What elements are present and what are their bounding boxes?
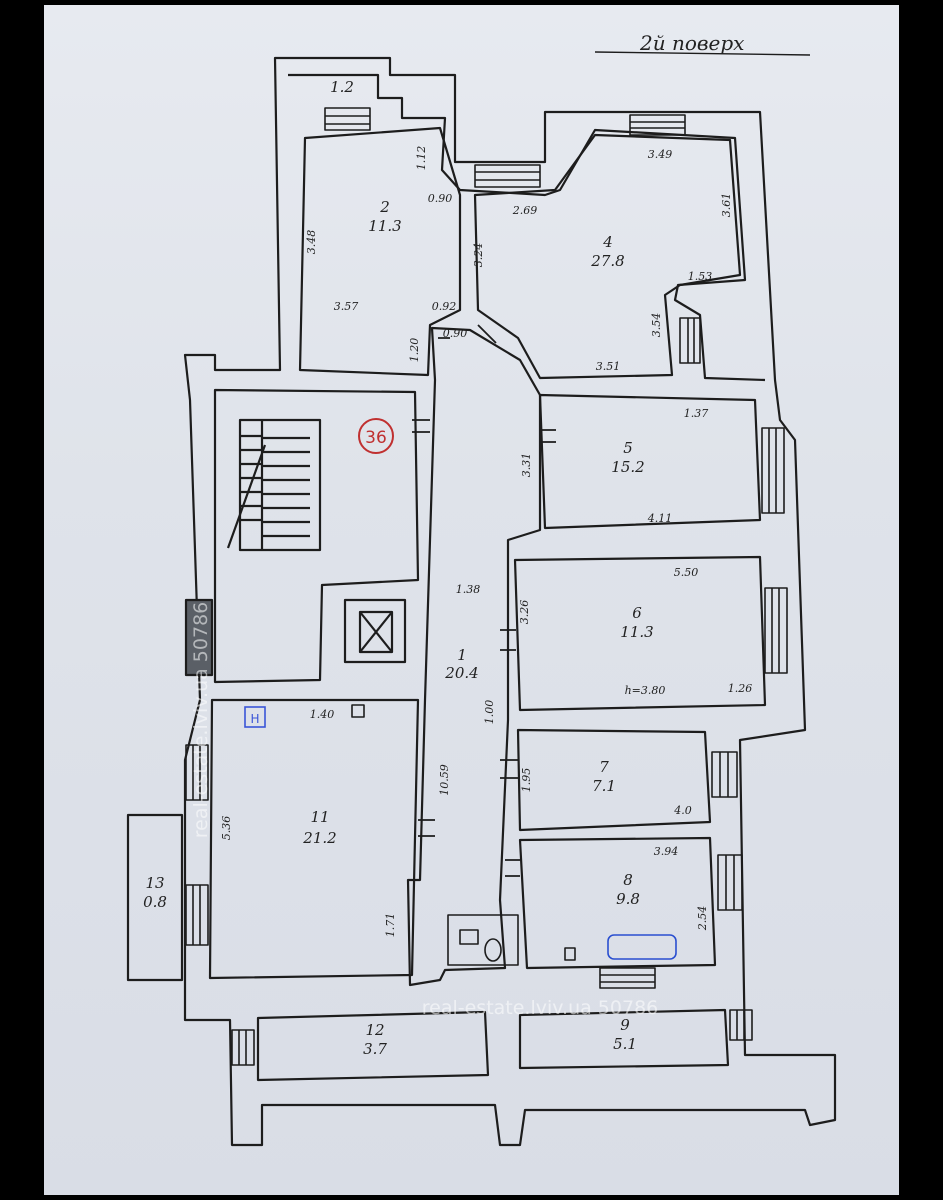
room-1-area: 20.4 bbox=[444, 664, 478, 682]
room-labels: 2 11.3 1.2 4 27.8 5 15.2 6 11.3 1 20.4 7… bbox=[143, 78, 654, 1058]
dim-22: 1.38 bbox=[456, 583, 481, 596]
room-4-wall bbox=[473, 133, 742, 380]
corridor-wall bbox=[406, 326, 542, 987]
room-6-num: 6 bbox=[632, 604, 642, 622]
room-8-area: 9.8 bbox=[616, 890, 640, 908]
dim-2: 3.61 bbox=[720, 193, 733, 218]
room-7-area: 7.1 bbox=[592, 777, 616, 795]
dim-1: 3.49 bbox=[648, 148, 673, 161]
dim-20: 1.26 bbox=[728, 682, 753, 695]
room-7-num: 7 bbox=[599, 758, 609, 776]
room-3-area: 1.2 bbox=[330, 78, 354, 96]
stair-block bbox=[213, 388, 420, 684]
room-4-area: 27.8 bbox=[590, 252, 624, 270]
room-6-wall bbox=[513, 555, 767, 712]
outer-wall bbox=[183, 56, 837, 1147]
room-13-num: 13 bbox=[145, 874, 164, 892]
dim-9: 0.90 bbox=[443, 327, 468, 340]
room-12-area: 3.7 bbox=[363, 1040, 387, 1058]
room-7-wall bbox=[516, 728, 712, 832]
dim-19: 3.26 bbox=[518, 600, 531, 625]
room-2-num: 2 bbox=[379, 198, 390, 216]
dim-3: 2.69 bbox=[512, 204, 538, 217]
dim-18: 5.50 bbox=[674, 566, 699, 579]
dim-14: 1.20 bbox=[408, 338, 421, 363]
room-2-area: 11.3 bbox=[368, 217, 401, 235]
dim-27: 3.94 bbox=[654, 845, 679, 858]
stair-marker-box bbox=[244, 706, 266, 728]
room-5-num: 5 bbox=[623, 439, 633, 457]
dim-13: 3.48 bbox=[305, 230, 318, 255]
dim-31: 1.40 bbox=[310, 708, 335, 721]
dim-21: h=3.80 bbox=[625, 684, 666, 697]
left-column bbox=[184, 598, 214, 677]
dim-26: 4.0 bbox=[673, 804, 692, 817]
dim-28: 2.54 bbox=[696, 906, 709, 932]
room-13-wall bbox=[126, 813, 184, 982]
bathroom-fixtures bbox=[351, 704, 677, 966]
room-11-num: 11 bbox=[310, 808, 329, 826]
room-2-wall bbox=[298, 126, 462, 377]
floor-label: 2й поверх bbox=[639, 31, 744, 55]
room-8-wall bbox=[518, 836, 717, 970]
stamp-number: 36 bbox=[365, 428, 387, 448]
dim-8: 3.51 bbox=[596, 360, 621, 373]
stairs bbox=[238, 418, 322, 552]
room-12-num: 12 bbox=[365, 1021, 384, 1039]
watermark-bottom: real-estate.lviv.ua 50786 bbox=[422, 997, 659, 1019]
watermark-side: real-estate.lviv.ua 50786 bbox=[190, 602, 212, 839]
dim-23: 10.59 bbox=[438, 764, 451, 796]
dim-7: 3.54 bbox=[650, 313, 663, 338]
dim-17: 4.11 bbox=[647, 512, 673, 525]
room-4-num: 4 bbox=[602, 233, 613, 251]
room-13-area: 0.8 bbox=[143, 893, 167, 911]
dimension-labels: 3.49 3.61 2.69 0.90 3.24 1.53 3.54 3.51 … bbox=[220, 146, 752, 938]
stamp-circle bbox=[358, 418, 394, 454]
stair-marker: H bbox=[250, 712, 259, 726]
room-11-area: 21.2 bbox=[302, 829, 336, 847]
dim-4: 0.90 bbox=[428, 192, 453, 205]
dim-29: 5.36 bbox=[220, 816, 233, 841]
room-9-area: 5.1 bbox=[613, 1035, 637, 1053]
dim-5: 3.24 bbox=[472, 243, 485, 268]
dim-12: 1.12 bbox=[415, 146, 428, 171]
dim-25: 1.95 bbox=[520, 768, 533, 793]
dim-11: 3.57 bbox=[334, 300, 359, 313]
room-8-num: 8 bbox=[623, 871, 633, 889]
dim-6: 1.53 bbox=[688, 270, 713, 283]
dim-16: 3.31 bbox=[520, 453, 533, 478]
dim-10: 0.92 bbox=[432, 300, 457, 313]
room-5-area: 15.2 bbox=[611, 458, 644, 476]
windows bbox=[185, 107, 788, 1066]
lift-shaft bbox=[343, 598, 407, 664]
room-9-num: 9 bbox=[620, 1016, 630, 1034]
room-9-wall bbox=[518, 1008, 730, 1070]
door-marks bbox=[412, 324, 556, 877]
dim-15: 1.37 bbox=[684, 407, 709, 420]
room-1-num: 1 bbox=[457, 646, 467, 664]
inner-wall bbox=[288, 73, 766, 382]
room-5-wall bbox=[538, 393, 762, 530]
dim-24: 1.00 bbox=[483, 700, 496, 725]
room-12-wall bbox=[256, 1010, 490, 1082]
room-6-area: 11.3 bbox=[620, 623, 653, 641]
dim-30: 1.71 bbox=[384, 913, 397, 938]
room-11-wall bbox=[208, 698, 420, 980]
